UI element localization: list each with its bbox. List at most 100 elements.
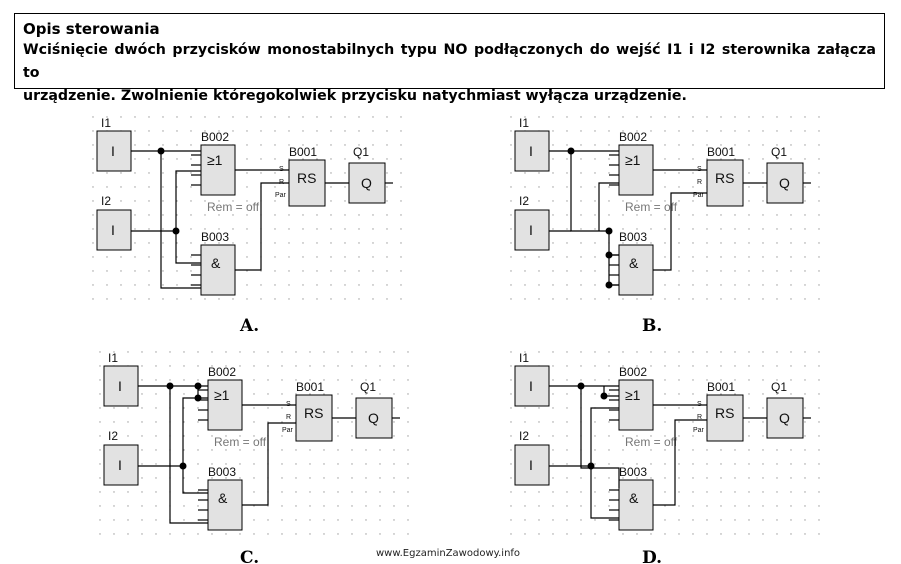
grid-dot <box>155 505 157 507</box>
grid-dot <box>106 186 108 188</box>
grid-dot <box>552 186 554 188</box>
junction-dot <box>194 394 202 402</box>
grid-dot <box>804 200 806 202</box>
grid-dot <box>804 144 806 146</box>
grid-dot <box>510 449 512 451</box>
grid-dot <box>720 351 722 353</box>
junction-dot <box>605 227 613 235</box>
grid-dot <box>580 477 582 479</box>
grid-dot <box>650 435 652 437</box>
grid-dot <box>365 519 367 521</box>
grid-dot <box>134 172 136 174</box>
b003-symbol: & <box>218 490 228 506</box>
grid-dot <box>552 407 554 409</box>
diagram-option-b: I1 I I2 I B002 ≥1 B003 & B001 RS S R Par… <box>509 113 829 313</box>
grid-dot <box>267 519 269 521</box>
rem-off-label: Rem = off <box>207 200 260 214</box>
grid-dot <box>776 449 778 451</box>
grid-dot <box>400 144 402 146</box>
grid-dot <box>155 491 157 493</box>
grid-dot <box>267 365 269 367</box>
grid-dot <box>379 463 381 465</box>
grid-dot <box>692 435 694 437</box>
grid-dot <box>253 463 255 465</box>
wire <box>175 170 201 231</box>
grid-dot <box>337 421 339 423</box>
grid-dot <box>148 270 150 272</box>
grid-dot <box>790 144 792 146</box>
grid-dot <box>706 491 708 493</box>
grid-dot <box>706 256 708 258</box>
grid-dot <box>288 284 290 286</box>
grid-dot <box>622 228 624 230</box>
i2-label: I2 <box>519 429 529 443</box>
grid-dot <box>818 158 820 160</box>
grid-dot <box>232 130 234 132</box>
grid-dot <box>748 477 750 479</box>
grid-dot <box>379 519 381 521</box>
grid-dot <box>260 144 262 146</box>
grid-dot <box>393 393 395 395</box>
i1-label: I1 <box>101 116 111 130</box>
diagram-option-d: I1 I I2 I B002 ≥1 B003 & B001 RS S R Par… <box>509 348 829 548</box>
grid-dot <box>281 421 283 423</box>
grid-dot <box>134 242 136 244</box>
grid-dot <box>552 393 554 395</box>
grid-dot <box>804 505 806 507</box>
grid-dot <box>692 158 694 160</box>
grid-dot <box>818 172 820 174</box>
grid-dot <box>790 158 792 160</box>
grid-dot <box>393 421 395 423</box>
grid-dot <box>323 491 325 493</box>
grid-dot <box>720 228 722 230</box>
grid-dot <box>113 407 115 409</box>
grid-dot <box>720 477 722 479</box>
grid-dot <box>636 449 638 451</box>
grid-dot <box>580 116 582 118</box>
grid-dot <box>552 435 554 437</box>
grid-dot <box>274 172 276 174</box>
grid-dot <box>302 298 304 300</box>
grid-dot <box>316 228 318 230</box>
grid-dot <box>127 533 129 535</box>
i1-label: I1 <box>519 351 529 365</box>
grid-dot <box>510 298 512 300</box>
grid-dot <box>524 284 526 286</box>
grid-dot <box>678 365 680 367</box>
wire <box>549 465 619 519</box>
grid-dot <box>386 242 388 244</box>
grid-dot <box>790 505 792 507</box>
grid-dot <box>141 393 143 395</box>
grid-dot <box>524 270 526 272</box>
grid-dot <box>510 477 512 479</box>
grid-dot <box>678 407 680 409</box>
grid-dot <box>580 214 582 216</box>
junction-dot <box>577 382 585 390</box>
grid-dot <box>566 519 568 521</box>
grid-dot <box>358 298 360 300</box>
grid-dot <box>524 421 526 423</box>
grid-dot <box>330 186 332 188</box>
grid-dot <box>692 505 694 507</box>
grid-dot <box>99 435 101 437</box>
grid-dot <box>762 172 764 174</box>
grid-dot <box>106 298 108 300</box>
grid-dot <box>720 284 722 286</box>
grid-dot <box>225 449 227 451</box>
grid-dot <box>113 435 115 437</box>
grid-dot <box>818 351 820 353</box>
grid-dot <box>552 449 554 451</box>
grid-dot <box>818 270 820 272</box>
b003-and-block <box>618 244 654 296</box>
grid-dot <box>720 116 722 118</box>
grid-dot <box>176 144 178 146</box>
grid-dot <box>580 351 582 353</box>
i2-symbol: I <box>118 457 122 473</box>
grid-dot <box>790 533 792 535</box>
grid-dot <box>407 533 409 535</box>
grid-dot <box>323 351 325 353</box>
grid-dot <box>748 172 750 174</box>
grid-dot <box>678 533 680 535</box>
grid-dot <box>344 116 346 118</box>
grid-dot <box>636 477 638 479</box>
